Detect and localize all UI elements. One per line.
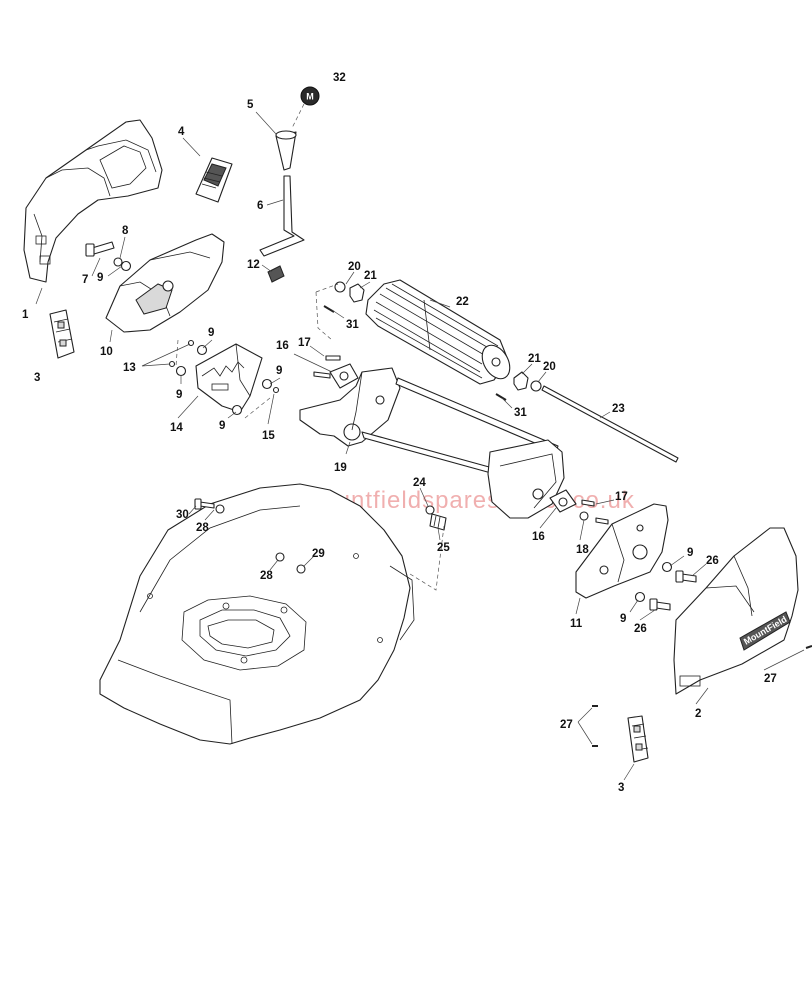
callout-3: 3 bbox=[34, 372, 40, 384]
washer-20-right[interactable] bbox=[530, 380, 542, 392]
callout-21-right: 21 bbox=[528, 353, 541, 365]
callout-28-lower: 28 bbox=[260, 570, 273, 582]
bolt-17-right[interactable] bbox=[581, 499, 609, 525]
callout-9-g: 9 bbox=[620, 613, 626, 625]
screw-13b[interactable] bbox=[168, 360, 176, 368]
washer-9e[interactable] bbox=[261, 378, 273, 390]
callout-10: 10 bbox=[100, 346, 113, 358]
bolt-30[interactable] bbox=[194, 498, 215, 510]
washer-9d[interactable] bbox=[231, 404, 243, 416]
handle-grip[interactable] bbox=[195, 157, 233, 203]
callout-12: 12 bbox=[247, 259, 260, 271]
callout-23: 23 bbox=[612, 403, 625, 415]
callout-9-f: 9 bbox=[687, 547, 693, 559]
callout-26-upper: 26 bbox=[706, 555, 719, 567]
callout-27-right: 27 bbox=[764, 673, 777, 685]
pin-31-left[interactable] bbox=[323, 305, 335, 313]
callout-9-e: 9 bbox=[276, 365, 282, 377]
callout-13: 13 bbox=[123, 362, 136, 374]
callout-26-lower: 26 bbox=[634, 623, 647, 635]
callout-20: 20 bbox=[348, 261, 361, 273]
left-side-plate[interactable] bbox=[105, 233, 225, 333]
callout-31-right: 31 bbox=[514, 407, 527, 419]
callout-9-c: 9 bbox=[176, 389, 182, 401]
mower-deck[interactable] bbox=[99, 483, 415, 745]
callout-24: 24 bbox=[413, 477, 426, 489]
bolt-17-left[interactable] bbox=[313, 355, 341, 379]
height-adjust-knob[interactable] bbox=[275, 130, 297, 171]
washer-9[interactable] bbox=[120, 260, 132, 272]
right-rear-shield[interactable]: MountField bbox=[673, 527, 799, 695]
roller-frame[interactable] bbox=[299, 367, 565, 519]
screw-27-right[interactable] bbox=[805, 645, 812, 649]
callout-11: 11 bbox=[570, 618, 583, 630]
adjuster-nut-24[interactable] bbox=[425, 505, 435, 515]
mountfield-badge: M bbox=[300, 86, 320, 106]
callout-6: 6 bbox=[257, 200, 263, 212]
callout-29: 29 bbox=[312, 548, 325, 560]
washer-9f[interactable] bbox=[661, 561, 673, 573]
screw-13a[interactable] bbox=[187, 339, 195, 347]
washer-9c[interactable] bbox=[175, 365, 187, 377]
adjustment-rod[interactable] bbox=[259, 175, 305, 257]
washer-18[interactable] bbox=[579, 511, 589, 521]
callout-16-right: 16 bbox=[532, 531, 545, 543]
washer-8[interactable] bbox=[113, 257, 123, 267]
screw-15[interactable] bbox=[272, 386, 280, 394]
washer-9b[interactable] bbox=[196, 344, 208, 356]
bolt-7[interactable] bbox=[85, 241, 115, 257]
callout-19: 19 bbox=[334, 462, 347, 474]
callout-18: 18 bbox=[576, 544, 589, 556]
callout-2: 2 bbox=[695, 708, 701, 720]
washer-28-lower[interactable] bbox=[275, 552, 285, 562]
axle-rod[interactable] bbox=[541, 385, 679, 463]
callout-17: 17 bbox=[298, 337, 311, 349]
screws-27-lower[interactable] bbox=[592, 705, 598, 747]
callout-8: 8 bbox=[122, 225, 129, 237]
callout-4: 4 bbox=[178, 126, 185, 138]
nut-21-left[interactable] bbox=[349, 283, 365, 303]
flange-bearing-left[interactable] bbox=[329, 363, 359, 389]
washer-20-left[interactable] bbox=[334, 281, 346, 293]
callout-5: 5 bbox=[247, 99, 254, 111]
callout-9-b: 9 bbox=[208, 327, 214, 339]
callout-9-a: 9 bbox=[97, 272, 103, 284]
callout-22: 22 bbox=[456, 296, 469, 308]
callout-21: 21 bbox=[364, 270, 377, 282]
callout-14: 14 bbox=[170, 422, 183, 434]
callout-9-d: 9 bbox=[219, 420, 225, 432]
callout-17-right: 17 bbox=[615, 491, 628, 503]
hinge-bracket-left[interactable] bbox=[49, 309, 75, 359]
callout-28-upper: 28 bbox=[196, 522, 209, 534]
adjuster-bolt-25[interactable] bbox=[429, 513, 447, 531]
callout-15: 15 bbox=[262, 430, 275, 442]
height-adjust-bracket[interactable] bbox=[195, 343, 263, 413]
hinge-bracket-right[interactable] bbox=[627, 715, 649, 763]
callout-25: 25 bbox=[437, 542, 450, 554]
callout-1: 1 bbox=[22, 309, 29, 321]
callout-30: 30 bbox=[176, 509, 189, 521]
bolt-26-lower[interactable] bbox=[649, 598, 671, 611]
front-roller[interactable] bbox=[365, 279, 515, 385]
pin-31-right[interactable] bbox=[495, 393, 507, 401]
svg-text:M: M bbox=[306, 92, 314, 102]
rod-clip[interactable] bbox=[267, 265, 285, 283]
flange-bearing-right[interactable] bbox=[549, 489, 577, 513]
callout-20-right: 20 bbox=[543, 361, 556, 373]
nut-29[interactable] bbox=[296, 564, 306, 574]
callout-16: 16 bbox=[276, 340, 289, 352]
right-side-plate[interactable] bbox=[575, 503, 669, 599]
washer-9g[interactable] bbox=[634, 591, 646, 603]
callout-31: 31 bbox=[346, 319, 359, 331]
callout-32: 32 bbox=[333, 72, 346, 84]
nut-21-right[interactable] bbox=[513, 371, 529, 391]
callout-27-lower: 27 bbox=[560, 719, 573, 731]
callout-7: 7 bbox=[82, 274, 88, 286]
left-rear-shield[interactable] bbox=[23, 119, 163, 283]
callout-3-lower: 3 bbox=[618, 782, 624, 794]
bolt-26-upper[interactable] bbox=[675, 570, 697, 583]
washer-28-upper[interactable] bbox=[215, 504, 225, 514]
